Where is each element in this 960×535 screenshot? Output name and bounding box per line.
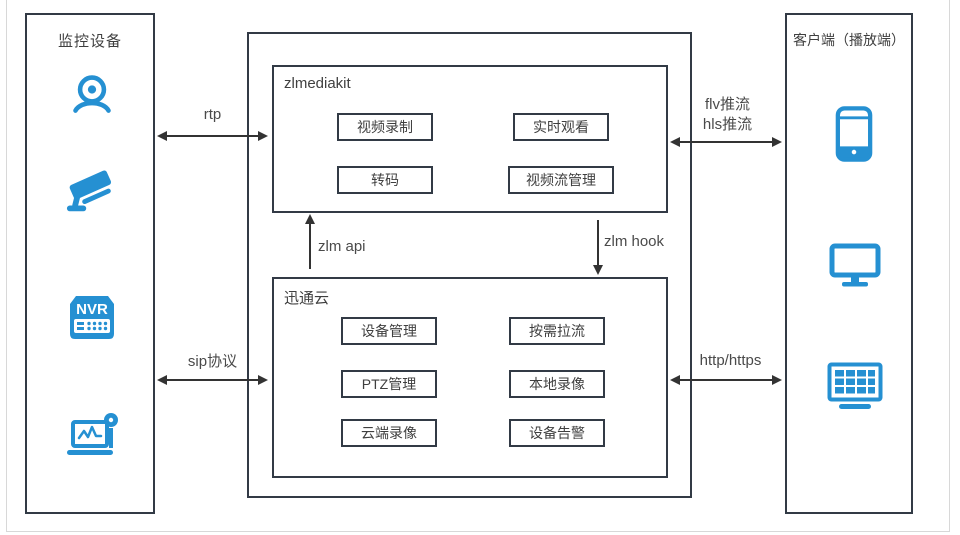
- nvr-icon: NVR: [66, 295, 118, 346]
- zlmediakit-box: zlmediakit 视频录制 实时观看 转码 视频流管理: [272, 65, 668, 213]
- zlm-hook-label: zlm hook: [604, 233, 665, 250]
- desktop-monitor-icon: [829, 243, 881, 292]
- zlmediakit-title: zlmediakit: [284, 75, 351, 92]
- node-cloud-record: 云端录像: [341, 419, 437, 447]
- rtp-label: rtp: [203, 106, 222, 123]
- arrowhead-right: [258, 375, 268, 385]
- zlm-api-label: zlm api: [318, 238, 366, 255]
- arrowhead-right: [772, 137, 782, 147]
- page-frame: [6, 0, 950, 532]
- node-stream-manage: 视频流管理: [508, 166, 614, 194]
- arrowhead-left: [670, 137, 680, 147]
- http-label: http/https: [699, 352, 762, 369]
- arrowhead-down: [593, 265, 603, 275]
- node-device-alarm: 设备告警: [509, 419, 605, 447]
- client-panel-title: 客户端（播放端）: [793, 32, 905, 48]
- arrowhead-left: [670, 375, 680, 385]
- flv-label: flv推流: [704, 96, 750, 113]
- arrowhead-right: [772, 375, 782, 385]
- video-wall-icon: [827, 362, 883, 417]
- monitoring-devices-panel: 监控设备 NVR: [25, 13, 155, 514]
- laptop-monitoring-icon: [64, 410, 120, 465]
- webcam-icon: [70, 72, 114, 123]
- flv-hls-label: flv推流 hls推流: [672, 95, 783, 135]
- arrowhead-left: [157, 131, 167, 141]
- cloud-box: 迅通云 设备管理 按需拉流 PTZ管理 本地录像 云端录像 设备告警: [272, 277, 668, 478]
- arrow-line: [597, 220, 599, 269]
- arrowhead-left: [157, 375, 167, 385]
- zlm-api-arrow: [304, 214, 316, 275]
- http-arrow: [670, 374, 782, 386]
- arrowhead-right: [258, 131, 268, 141]
- client-panel: 客户端（播放端）: [785, 13, 913, 514]
- node-live-view: 实时观看: [513, 113, 609, 141]
- rtp-arrow: [157, 130, 268, 142]
- arrow-line: [163, 379, 262, 381]
- arrowhead-up: [305, 214, 315, 224]
- arrow-line: [676, 141, 776, 143]
- flv-hls-arrow: [670, 136, 782, 148]
- arrow-line: [163, 135, 262, 137]
- arrow-line: [676, 379, 776, 381]
- node-ptz-manage: PTZ管理: [341, 370, 437, 398]
- node-local-record: 本地录像: [509, 370, 605, 398]
- hls-label: hls推流: [702, 116, 753, 133]
- nvr-icon-label: NVR: [76, 301, 108, 318]
- node-pull-on-demand: 按需拉流: [509, 317, 605, 345]
- smartphone-icon: [835, 105, 873, 168]
- cctv-camera-icon: [65, 165, 119, 224]
- node-device-manage: 设备管理: [341, 317, 437, 345]
- zlm-hook-arrow: [592, 214, 604, 275]
- cloud-title: 迅通云: [284, 290, 330, 307]
- node-transcode: 转码: [337, 166, 433, 194]
- monitoring-devices-title: 监控设备: [57, 33, 122, 50]
- node-video-record: 视频录制: [337, 113, 433, 141]
- arrow-line: [309, 220, 311, 269]
- sip-arrow: [157, 374, 268, 386]
- sip-label: sip协议: [187, 353, 238, 370]
